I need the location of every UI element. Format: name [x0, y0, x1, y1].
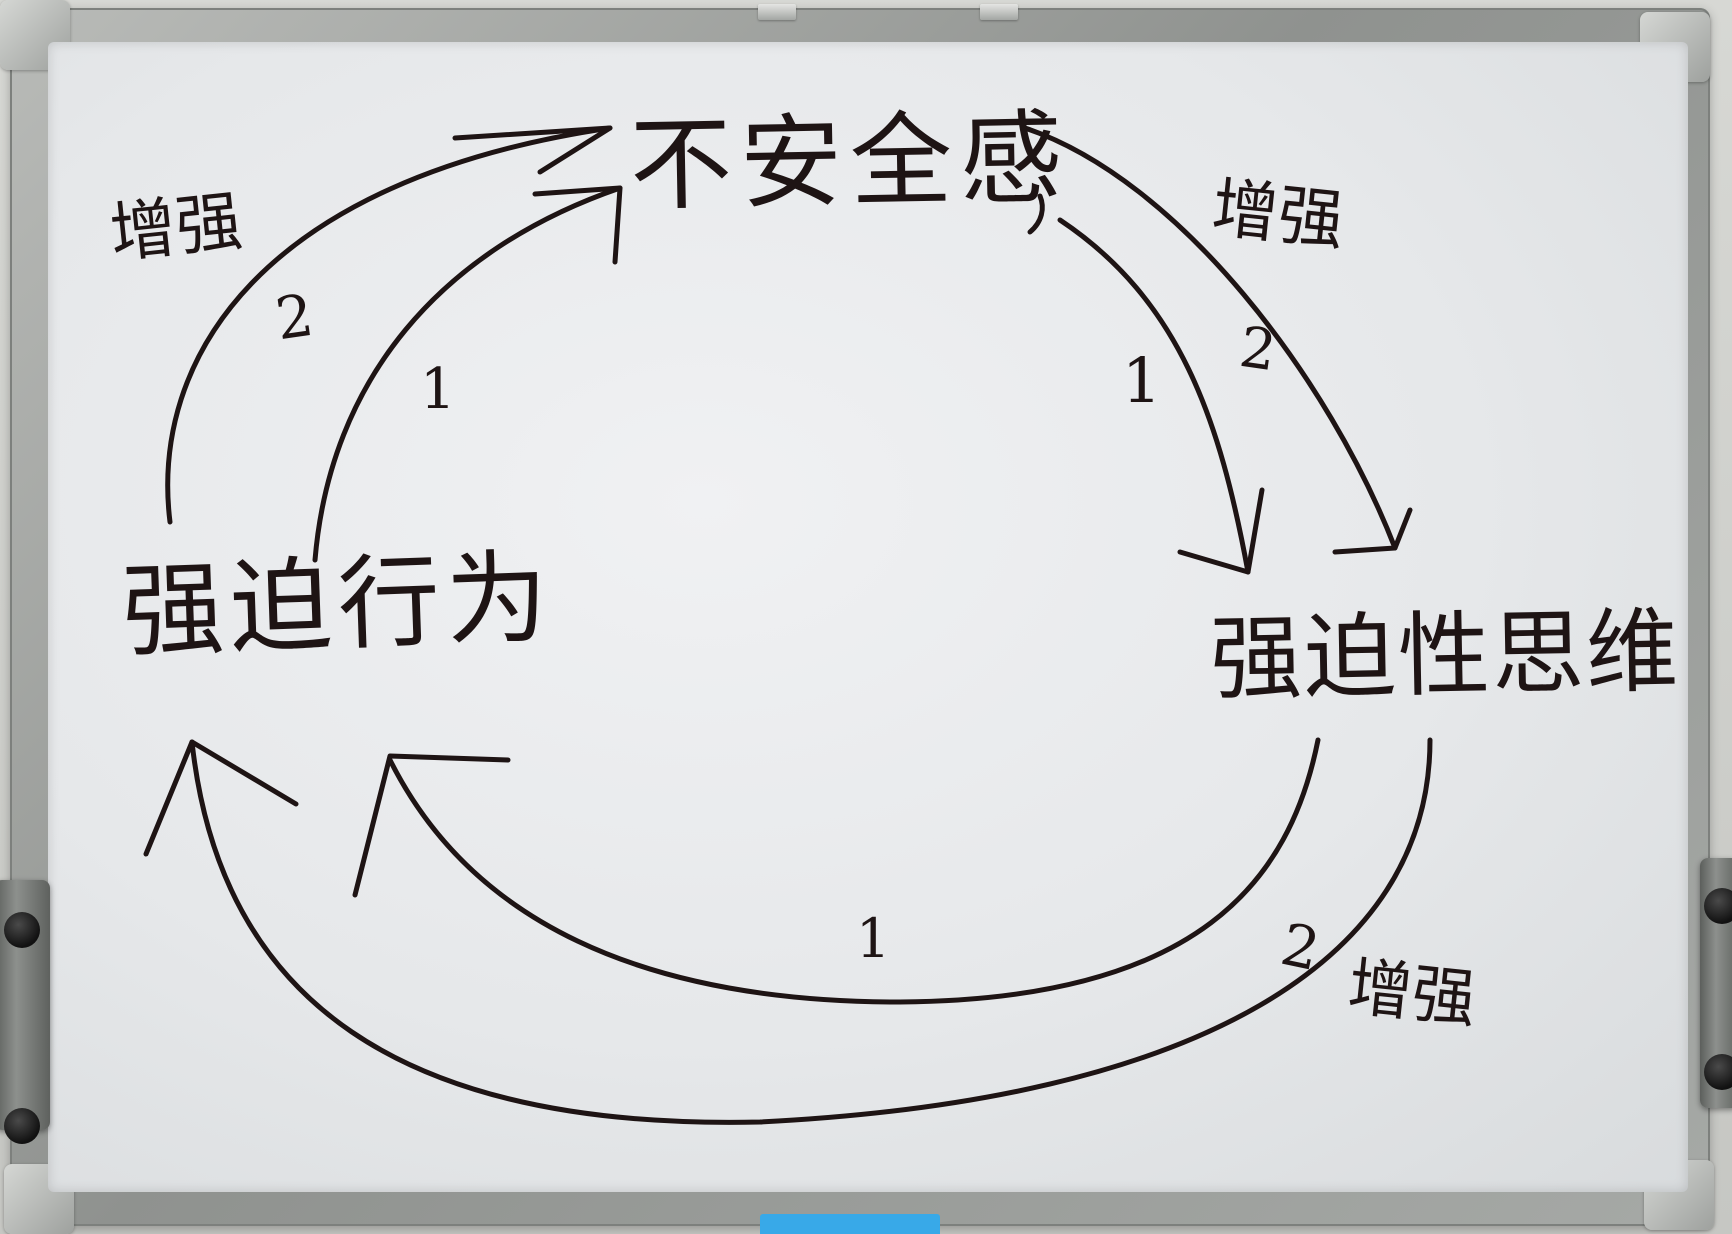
label-num-2-top-left: 2 [271, 280, 318, 354]
right-hinge [1700, 858, 1732, 1108]
arrow-right-to-left-inner [387, 737, 1321, 1005]
ink-tick [1027, 193, 1045, 235]
arrow-top-to-right-outer [1022, 125, 1398, 551]
node-obsessive-thoughts: 强迫性思维 [1209, 597, 1681, 714]
arrowhead-left-to-top-inner [532, 185, 623, 265]
left-hinge-knob-top [4, 912, 40, 948]
right-hinge-knob-top [1704, 888, 1732, 924]
right-hinge-knob-bottom [1704, 1054, 1732, 1090]
arrow-left-to-top-outer [165, 125, 613, 525]
arrow-left-to-top-inner [312, 185, 623, 563]
label-num-1-bottom: 1 [856, 907, 891, 970]
label-num-1-top-left: 1 [420, 357, 456, 422]
label-num-1-top-right: 1 [1122, 344, 1162, 417]
left-hinge [0, 880, 50, 1144]
arrow-right-to-left-outer [189, 737, 1433, 1125]
top-clip-right [980, 4, 1018, 20]
arrowhead-left-to-top-outer [452, 125, 613, 175]
arrowhead-top-to-right-outer [1332, 507, 1413, 555]
label-reinforce-top-left: 增强 [106, 182, 246, 273]
arrow-top-to-right-inner [1057, 217, 1251, 575]
arrowhead-right-to-left-inner [352, 753, 511, 898]
top-clip-left [758, 4, 796, 20]
label-reinforce-bottom: 增强 [1344, 950, 1480, 1038]
arrowhead-top-to-right-inner [1177, 487, 1265, 575]
blue-marker [760, 1214, 940, 1234]
left-hinge-knob-bottom [4, 1108, 40, 1144]
label-reinforce-top-right: 增强 [1208, 169, 1348, 260]
arrowhead-right-to-left-outer [143, 739, 299, 857]
node-insecurity: 不安全感 [628, 99, 1071, 226]
node-compulsive-behavior: 强迫行为 [120, 538, 556, 673]
